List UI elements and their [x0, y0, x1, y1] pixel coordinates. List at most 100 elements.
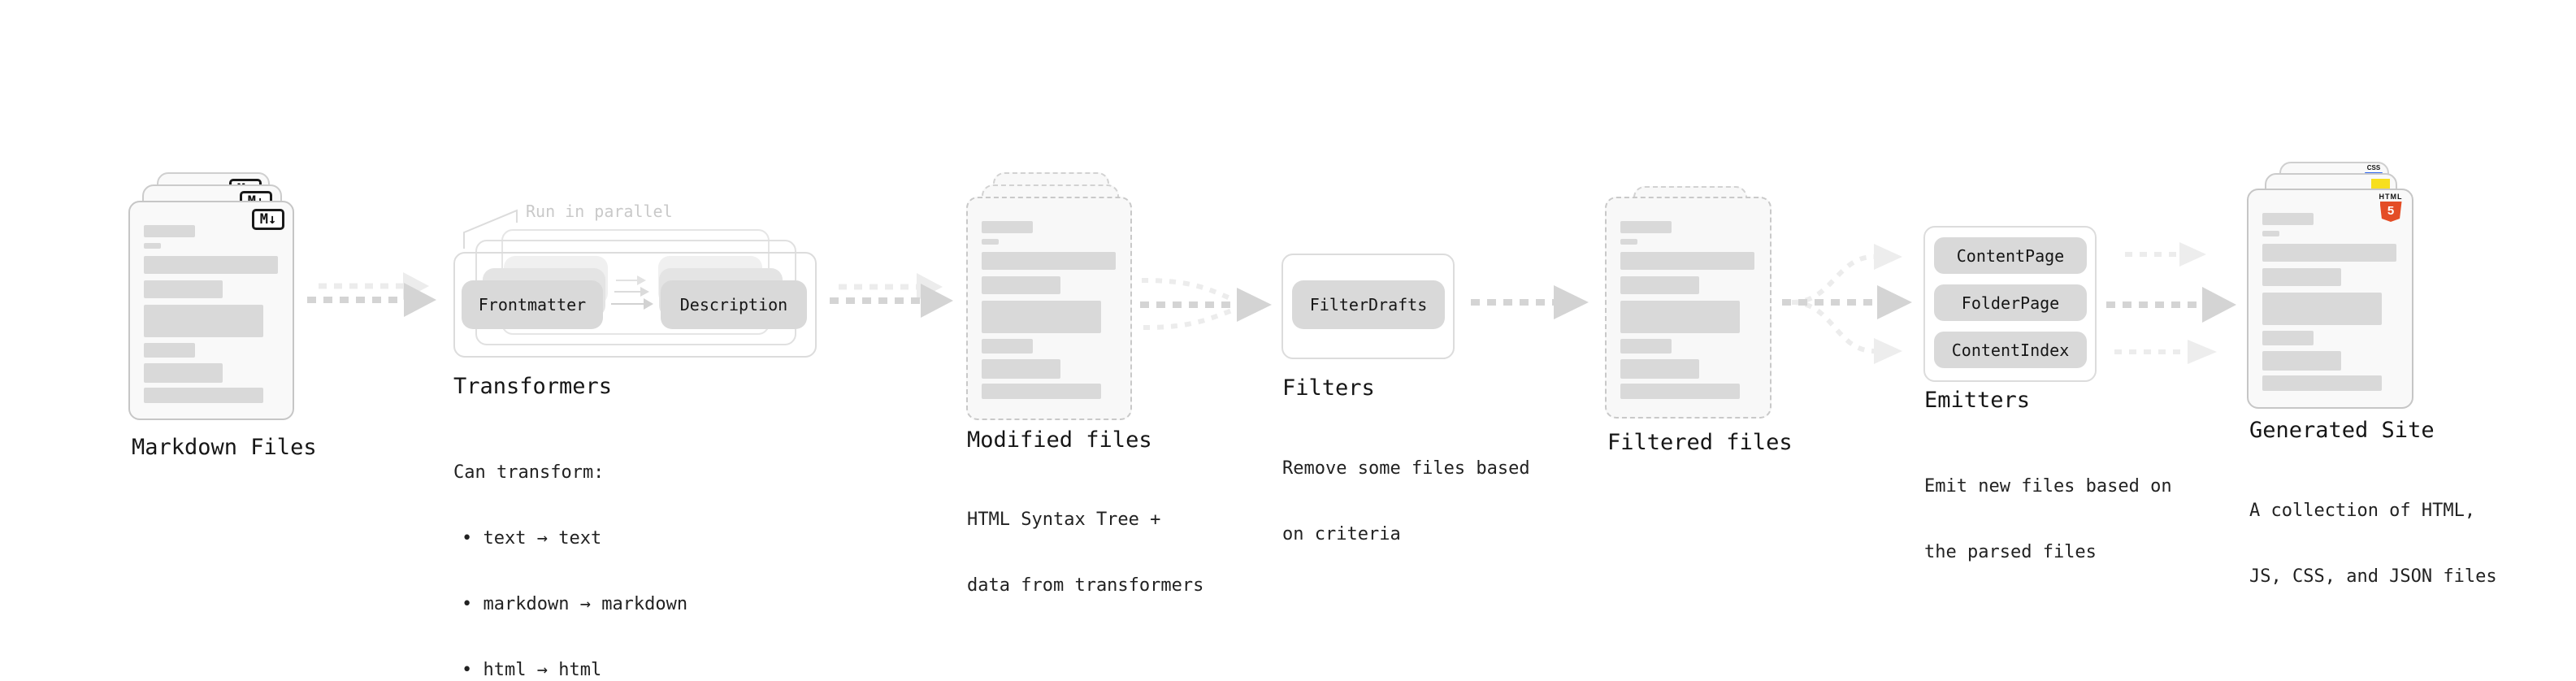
markdown-file-card: M↓	[128, 201, 294, 420]
stage-title-generated-site: Generated Site	[2249, 418, 2435, 443]
description-node: Description	[661, 280, 807, 329]
text-line-placeholder	[982, 221, 1033, 233]
contentindex-node: ContentIndex	[1934, 332, 2087, 368]
arrow-transformers-to-modified	[830, 273, 953, 318]
arrow-head-light	[2188, 340, 2217, 364]
text-line-placeholder	[2262, 351, 2341, 371]
text-line-placeholder	[1620, 359, 1699, 379]
stage-title-emitters: Emitters	[1924, 388, 2031, 413]
arrow-head	[1877, 285, 1912, 319]
filterdrafts-node: FilterDrafts	[1292, 280, 1445, 329]
modified-file-card	[966, 197, 1132, 420]
arrow-markdown-to-transformers	[307, 272, 436, 317]
stage-title-filters: Filters	[1282, 375, 1375, 401]
text-line-placeholder	[982, 276, 1060, 294]
transformers-description: Can transform: • text → text • markdown …	[453, 418, 687, 681]
text-line-placeholder	[144, 343, 195, 358]
stage-title-markdown-files: Markdown Files	[132, 435, 317, 460]
transform-bullet-item: • markdown → markdown	[453, 593, 687, 615]
frontmatter-node-label: Frontmatter	[478, 295, 587, 314]
text-line-placeholder	[1620, 221, 1672, 233]
transformers-desc-heading: Can transform:	[453, 462, 605, 483]
html5-icon-number: 5	[2387, 204, 2395, 218]
text-line-placeholder	[2262, 375, 2382, 391]
transform-bullet-item: • html → html	[453, 659, 687, 681]
arrow-head-light	[403, 272, 429, 300]
arrow-emitters-to-generated	[2106, 242, 2236, 364]
text-line-placeholder	[982, 339, 1033, 354]
transform-bullet-item: • text → text	[453, 527, 687, 549]
modified-files-description: HTML Syntax Tree + data from transformer…	[967, 465, 1203, 640]
arrow-head-light	[2179, 242, 2206, 267]
filtered-file-card	[1605, 197, 1772, 419]
stage-title-modified-files: Modified files	[967, 427, 1152, 453]
run-in-parallel-annotation: Run in parallel	[526, 202, 673, 221]
html5-icon-label: HTML	[2379, 193, 2403, 201]
text-line-placeholder	[144, 363, 223, 383]
emitters-desc-line: the parsed files	[1924, 542, 2097, 562]
bullet-icon: •	[462, 528, 473, 549]
filterdrafts-node-label: FilterDrafts	[1309, 295, 1428, 314]
bullet-text: html → html	[483, 660, 602, 680]
filters-desc-line: Remove some files based	[1282, 458, 1530, 479]
text-line-placeholder	[1620, 301, 1740, 333]
folderpage-node: FolderPage	[1934, 284, 2087, 321]
markdown-icon: M↓	[252, 209, 284, 230]
html5-icon-shield: 5	[2379, 202, 2402, 222]
bullet-icon: •	[462, 594, 473, 614]
arrow-head	[921, 284, 953, 318]
text-line-placeholder	[2262, 244, 2396, 262]
transformer-group	[453, 252, 817, 358]
text-line-placeholder	[982, 239, 999, 245]
description-node-label: Description	[679, 295, 788, 314]
text-line-placeholder	[144, 305, 263, 337]
arrow-head-light	[917, 273, 943, 301]
text-line-placeholder	[1620, 339, 1672, 354]
text-line-placeholder	[2262, 331, 2314, 345]
bullet-text: markdown → markdown	[483, 594, 688, 614]
arrow-head-light	[1874, 244, 1902, 270]
generated-desc-line: JS, CSS, and JSON files	[2249, 566, 2497, 587]
modified-desc-line: data from transformers	[967, 575, 1204, 596]
arrow-modified-to-filters-merge	[1140, 278, 1272, 330]
stage-title-filtered-files: Filtered files	[1607, 430, 1793, 455]
fanout-branch-bottom	[1791, 300, 1875, 354]
html5-icon: HTML 5	[2379, 193, 2403, 222]
text-line-placeholder	[144, 256, 278, 274]
text-line-placeholder	[144, 280, 223, 298]
arrow-filters-to-filtered	[1471, 285, 1589, 319]
text-line-placeholder	[144, 225, 195, 237]
text-line-placeholder	[1620, 252, 1754, 270]
text-line-placeholder	[982, 359, 1060, 379]
text-line-placeholder	[2262, 293, 2382, 325]
fanout-branch-top	[1791, 254, 1875, 305]
stage-title-transformers: Transformers	[453, 374, 613, 399]
bullet-icon: •	[462, 660, 473, 680]
bullet-text: text → text	[483, 528, 602, 549]
modified-desc-line: HTML Syntax Tree +	[967, 510, 1161, 530]
arrow-head	[1554, 285, 1589, 319]
folderpage-node-label: FolderPage	[1961, 293, 2060, 313]
text-line-placeholder	[982, 252, 1116, 270]
generated-desc-line: A collection of HTML,	[2249, 501, 2476, 521]
arrow-head	[2202, 287, 2236, 323]
arrow-head	[404, 283, 436, 317]
text-line-placeholder	[982, 384, 1101, 399]
generated-site-description: A collection of HTML, JS, CSS, and JSON …	[2249, 456, 2497, 631]
javascript-file-icon	[2371, 179, 2390, 189]
css-icon-label: CSS	[2366, 164, 2381, 171]
text-line-placeholder	[144, 388, 263, 403]
contentpage-node: ContentPage	[1934, 237, 2087, 274]
arrow-head-light	[1874, 338, 1902, 364]
filters-description: Remove some files based on criteria	[1282, 414, 1530, 589]
text-line-placeholder	[2262, 231, 2279, 236]
contentindex-node-label: ContentIndex	[1951, 340, 2070, 360]
text-line-placeholder	[1620, 276, 1699, 294]
text-line-placeholder	[2262, 268, 2341, 286]
text-line-placeholder	[1620, 239, 1637, 245]
emitters-description: Emit new files based on the parsed files	[1924, 432, 2172, 607]
generated-html-file-card: HTML 5	[2247, 189, 2413, 409]
filters-desc-line: on criteria	[1282, 524, 1401, 544]
text-line-placeholder	[2262, 213, 2314, 225]
